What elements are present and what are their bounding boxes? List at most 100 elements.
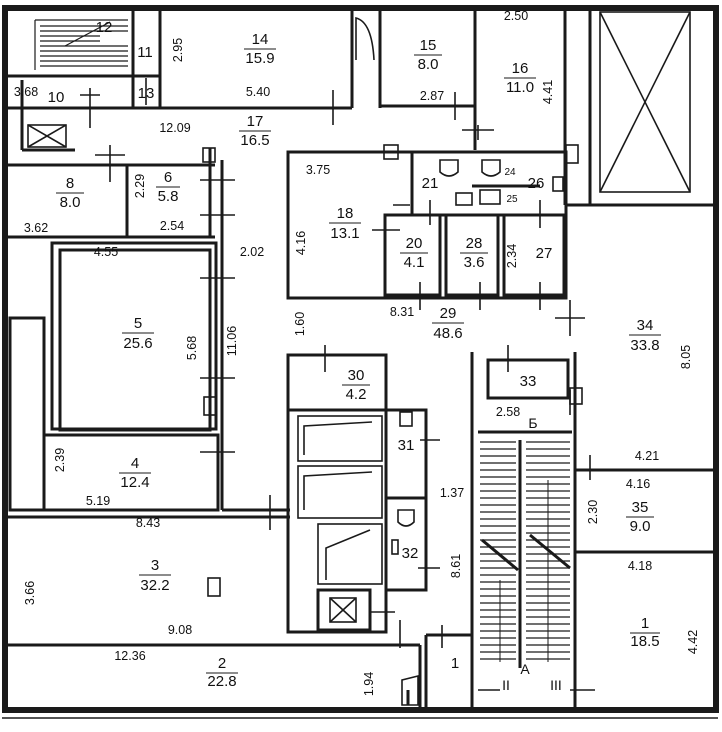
- room-label-15: 15 8.0: [414, 37, 442, 73]
- wall: [502, 213, 566, 297]
- svg-text:3: 3: [151, 557, 159, 574]
- dimension-label: 4.55: [94, 245, 118, 259]
- room-label-13: 13: [138, 85, 155, 102]
- column: [207, 577, 221, 597]
- dimension-label: 4.16: [294, 231, 308, 255]
- svg-text:4.1: 4.1: [404, 254, 425, 271]
- room-label-34: 34 33.8: [629, 317, 661, 354]
- dimension-label: 8.31: [390, 305, 414, 319]
- dimension-label: 2.29: [133, 174, 147, 198]
- svg-text:32.2: 32.2: [140, 577, 169, 594]
- svg-text:18: 18: [337, 205, 354, 222]
- wall: [384, 496, 428, 592]
- room-label-11: 11: [137, 44, 153, 61]
- svg-text:8.0: 8.0: [418, 56, 439, 73]
- lift-cabin: [317, 523, 383, 585]
- column: [202, 147, 216, 163]
- svg-text:35: 35: [632, 499, 649, 516]
- room-label-24: 24: [504, 167, 516, 178]
- svg-text:4.2: 4.2: [346, 386, 367, 403]
- svg-text:4: 4: [131, 455, 139, 472]
- svg-text:14: 14: [252, 31, 269, 48]
- dimension-label: 5.40: [246, 85, 270, 99]
- door-swing: [401, 674, 419, 706]
- svg-text:11.0: 11.0: [506, 79, 534, 96]
- svg-text:16.5: 16.5: [240, 132, 269, 149]
- svg-text:22.8: 22.8: [207, 673, 236, 690]
- svg-text:16: 16: [512, 60, 529, 77]
- room-label-4: 4 12.4: [119, 455, 151, 491]
- svg-text:15: 15: [420, 37, 437, 54]
- dimension-label: 3.62: [24, 221, 48, 235]
- room-label-12: 12: [96, 19, 113, 36]
- exterior-wall: [2, 5, 719, 713]
- room-label-18: 18 13.1: [329, 205, 361, 242]
- room-label-3: 3 32.2: [139, 557, 171, 594]
- wall: [286, 353, 388, 412]
- dimension-label: 2.30: [586, 500, 600, 524]
- lift-cabin: [297, 465, 383, 519]
- room-label-29: 29 48.6: [432, 305, 464, 342]
- dimension-label: 9.08: [168, 623, 192, 637]
- wall: [42, 433, 220, 512]
- column: [203, 396, 217, 416]
- door-ticks: [80, 78, 595, 691]
- lift-door: [325, 529, 371, 580]
- dimension-label: 4.21: [635, 449, 659, 463]
- room-label-8: 8 8.0: [56, 175, 84, 211]
- svg-text:34: 34: [637, 317, 654, 334]
- wall: [286, 150, 568, 300]
- wall: [316, 588, 372, 632]
- dimension-label: 1.60: [293, 312, 307, 336]
- dimension-label: 8.43: [136, 516, 160, 530]
- svg-text:9.0: 9.0: [630, 518, 651, 535]
- stair-flight: [529, 533, 571, 570]
- dimension-label: 2.87: [420, 89, 444, 103]
- svg-text:33.8: 33.8: [630, 337, 659, 354]
- svg-text:29: 29: [440, 305, 457, 322]
- room-label-33: 33: [520, 373, 537, 390]
- dimension-label: 4.41: [541, 80, 555, 104]
- svg-text:28: 28: [466, 235, 483, 252]
- dimension-label: 2.95: [171, 38, 185, 62]
- svg-text:17: 17: [247, 113, 264, 130]
- dimension-label: 3.68: [14, 85, 38, 99]
- room-label-14: 14 15.9: [244, 31, 276, 67]
- dimension-label: 8.05: [679, 345, 693, 369]
- wall: [8, 316, 46, 512]
- svg-text:8: 8: [66, 175, 74, 192]
- svg-text:15.9: 15.9: [245, 50, 274, 67]
- room-label-6: 6 5.8: [156, 169, 180, 205]
- room-label-32: 32: [402, 545, 419, 562]
- dimension-label: 3.66: [23, 581, 37, 605]
- room-label-27: 27: [536, 245, 553, 262]
- dimension-label: 3.75: [306, 163, 330, 177]
- room-label-35: 35 9.0: [626, 499, 654, 535]
- wall: [384, 408, 428, 500]
- room-label-17: 17 16.5: [239, 113, 271, 149]
- wall: [383, 213, 442, 297]
- wall: [444, 213, 500, 297]
- room-label-31: 31: [398, 437, 415, 454]
- door-swing: [355, 16, 375, 61]
- wall: [486, 358, 570, 400]
- dimension-label: 12.09: [159, 121, 190, 135]
- room-label-16: 16 11.0: [504, 60, 536, 96]
- elevator-shaft: [599, 11, 691, 193]
- wall: [58, 248, 212, 432]
- toilet: [397, 509, 415, 527]
- dimension-label: 12.36: [114, 649, 145, 663]
- svg-text:5: 5: [134, 315, 142, 332]
- vent-10: [27, 124, 67, 148]
- dimension-label: 1.94: [362, 672, 376, 696]
- column: [565, 144, 579, 164]
- exit-mark-iii: III: [550, 677, 562, 693]
- dimension-label: 1.37: [440, 486, 464, 500]
- dimension-label: 8.61: [449, 554, 463, 578]
- stair-12: [34, 19, 128, 70]
- stair-mark-a: А: [520, 661, 530, 677]
- column: [399, 411, 413, 427]
- svg-text:12.4: 12.4: [120, 474, 149, 491]
- vent-cross: [329, 597, 357, 623]
